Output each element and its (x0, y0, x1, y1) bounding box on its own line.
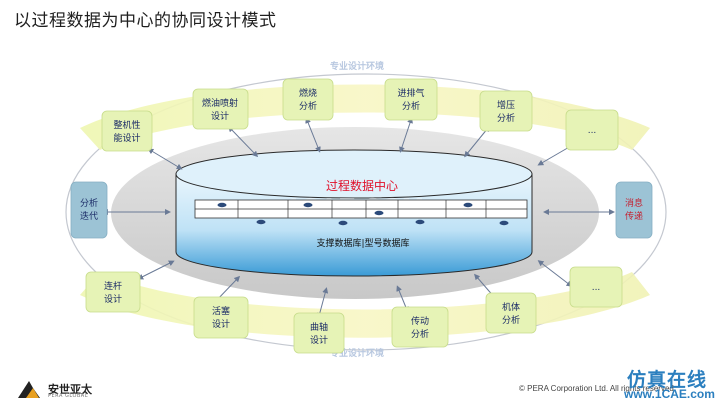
side-left-line-2: 迭代 (80, 210, 98, 222)
bottom-box-crankshaft: 曲轴 设计 (293, 312, 345, 354)
side-right-line-2: 传递 (625, 210, 643, 222)
data-record-dot (217, 202, 227, 208)
bottom-box-1-line-2: 设计 (104, 293, 122, 305)
bottom-box-2-line-1: 活塞 (212, 305, 230, 317)
top-box-intake-exhaust: 进排气 分析 (384, 78, 438, 121)
data-record-dot (415, 219, 425, 225)
center-subtitle: 支撑数据库|型号数据库 (316, 237, 409, 249)
top-box-1-line-1: 整机性 (113, 119, 140, 131)
top-box-1-line-2: 能设计 (113, 132, 140, 144)
center-title: 过程数据中心 (326, 178, 398, 193)
top-box-5-line-2: 分析 (497, 112, 515, 124)
copyright-notice: © PERA Corporation Ltd. All rights reser… (519, 384, 677, 393)
top-box-more: ... (565, 109, 619, 151)
data-record-dot (303, 202, 313, 208)
top-box-4-line-2: 分析 (402, 100, 420, 112)
bottom-box-4-line-1: 传动 (411, 315, 429, 327)
bottom-box-6-line-1: ... (592, 283, 601, 293)
bottom-box-1-line-1: 连杆 (104, 280, 122, 292)
company-logo: 安世亚太 PERA GLOBAL (16, 378, 106, 400)
bottom-box-engine-block: 机体 分析 (485, 292, 537, 334)
data-table-grid (194, 199, 528, 226)
data-record-dot (338, 220, 348, 226)
bottom-box-connecting-rod: 连杆 设计 (85, 271, 141, 313)
side-left-line-1: 分析 (80, 197, 98, 209)
top-box-2-line-1: 燃油喷射 (202, 97, 238, 109)
top-box-3-line-1: 燃烧 (299, 87, 317, 99)
top-box-combustion: 燃烧 分析 (282, 78, 334, 121)
bottom-box-3-line-1: 曲轴 (310, 321, 328, 333)
bottom-box-4-line-2: 分析 (411, 328, 429, 340)
bottom-box-more: ... (569, 266, 623, 308)
top-box-turbocharging: 增压 分析 (479, 90, 533, 132)
side-right-line-1: 消息 (625, 197, 643, 209)
data-record-dot (499, 220, 509, 226)
bottom-box-transmission: 传动 分析 (391, 306, 449, 348)
site-watermark-cn: 仿真在线 (627, 369, 708, 391)
side-box-message-passing: 消息 传递 (615, 181, 653, 239)
top-box-2-line-2: 设计 (211, 110, 229, 122)
side-box-analysis-iteration: 分析 迭代 (70, 181, 108, 239)
top-box-engine-performance: 整机性 能设计 (101, 110, 153, 152)
bottom-box-5-line-2: 分析 (502, 314, 520, 326)
bottom-box-2-line-2: 设计 (212, 318, 230, 330)
top-box-6-line-1: ... (588, 126, 597, 136)
top-box-5-line-1: 增压 (497, 99, 515, 111)
outer-orbit (65, 73, 667, 351)
site-watermark-url: www.1CAE.com (624, 387, 715, 401)
bottom-box-3-line-2: 设计 (310, 334, 328, 346)
data-record-dot (374, 210, 384, 216)
connector-arrows (102, 117, 615, 319)
slide-title: 以过程数据为中心的协同设计模式 (14, 11, 277, 31)
data-record-dot (256, 219, 266, 225)
top-box-4-line-1: 进排气 (397, 87, 424, 99)
logo-text: 安世亚太 (48, 383, 92, 396)
logo-mark-icon (18, 381, 40, 398)
bottom-box-piston: 活塞 设计 (193, 296, 249, 339)
data-record-dot (463, 202, 473, 208)
data-center-cylinder (175, 149, 533, 277)
env-label-top: 专业设计环境 (330, 60, 384, 72)
logo-subtext: PERA GLOBAL (48, 393, 89, 399)
top-box-fuel-injection: 燃油喷射 设计 (192, 88, 249, 130)
top-box-3-line-2: 分析 (299, 100, 317, 112)
bottom-box-5-line-1: 机体 (502, 301, 520, 313)
